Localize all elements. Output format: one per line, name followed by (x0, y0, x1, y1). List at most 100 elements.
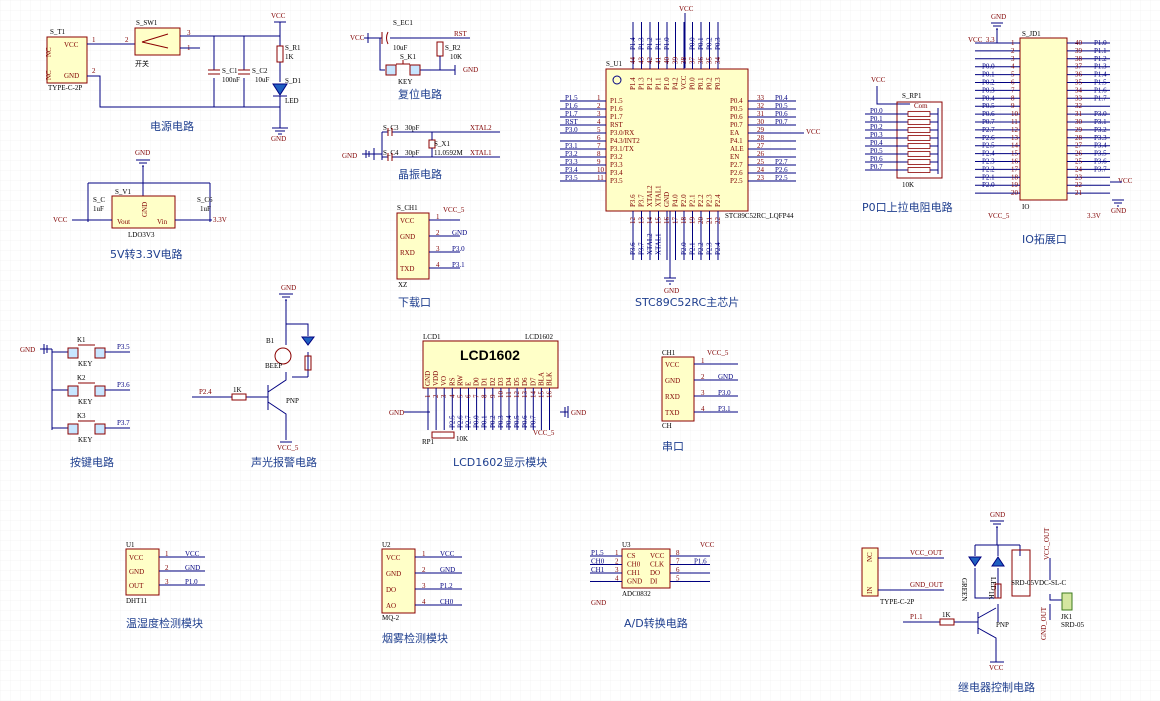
mcu-top-pin-net: P1.4 (629, 37, 637, 50)
uart-pin-name: TXD (665, 409, 679, 417)
keys-gnd: GND (20, 346, 35, 354)
io-left-pin-net: P0.0 (982, 63, 995, 71)
t1-vcc: VCC (64, 41, 79, 49)
power-wires (87, 43, 280, 108)
mcu-bottom-pin-num: 21 (706, 217, 714, 225)
mcu-bottom-pin-num: 22 (714, 217, 722, 225)
mcu-right-pin-num: 25 (757, 158, 765, 166)
mcu-top-pin-net: P0.2 (706, 37, 714, 50)
mcu-left-pin-num: 11 (597, 174, 604, 182)
mcu-left-pin-name: RST (610, 121, 624, 129)
lcd-pin-name: D4 (505, 377, 513, 386)
c4-ref: S_C4 (383, 149, 399, 157)
mcu-right-pin-net: P0.6 (775, 110, 788, 118)
t1-nc: NC (45, 47, 53, 57)
adc-ref: U3 (622, 541, 631, 549)
io-left-pin-net: P2.3 (982, 158, 995, 166)
io-left-pin-num: 5 (1011, 71, 1015, 79)
lcd-pin-net: P0.1 (481, 415, 489, 428)
c3-val: 30pF (405, 124, 420, 132)
mcu-bottom-pin-net: P2.3 (706, 242, 714, 255)
key-ref: K3 (77, 412, 86, 420)
mcu-left-pin-num: 2 (597, 102, 601, 110)
lcd-pin-name: GND (424, 371, 432, 386)
lcd-gnd-right: GND (571, 409, 586, 417)
key-pad-right (94, 347, 106, 359)
ldo-c6: S_C6 (197, 196, 213, 204)
buzzer-r: 1K (233, 386, 242, 394)
mcu-bottom-pin-net: P2.0 (680, 242, 688, 255)
mcu-right-pin-net: P2.7 (775, 158, 788, 166)
io-vcc5: VCC_5 (988, 212, 1010, 220)
io-body (1019, 37, 1068, 201)
adc-right-pin-name: VCC (650, 552, 665, 560)
relay-model: SRD-05VDC-SL-C (1011, 579, 1067, 587)
relay-top-wires (974, 520, 1021, 556)
mcu-left-pin-num: 7 (597, 142, 601, 150)
mcu-left-pin-num: 8 (597, 150, 601, 158)
mcu-right-pin-name: P0.6 (730, 113, 743, 121)
t1-pin2: 2 (92, 67, 96, 75)
power-circuit: S_T1 NC NC VCC GND TYPE-C-2P 1 2 S_SW1 2… (45, 12, 301, 143)
rp-pin-net: P0.0 (870, 107, 883, 115)
adc-left-pin-name: GND (627, 578, 642, 586)
mcu-bottom-pin-num: 20 (697, 217, 705, 225)
adc-left-pin-name: CS (627, 552, 636, 560)
caption-uart: 串口 (662, 440, 684, 453)
mcu-top-pin-num: 38 (680, 57, 688, 65)
uart-pin-num: 3 (701, 389, 705, 397)
buzzer-resistor (304, 355, 312, 371)
caption-ldo: 5V转3.3V电路 (110, 247, 183, 261)
key-wires (379, 38, 440, 71)
adc-left-pin-name: CH1 (627, 569, 641, 577)
ldo-chip (111, 195, 176, 229)
io-left-pin-num: 14 (1011, 142, 1019, 150)
mcu-right-pin-num: 23 (757, 174, 765, 182)
power-vcc-label: VCC (271, 12, 286, 20)
uart-vcc5: VCC_5 (707, 349, 729, 357)
io-right-pin-num: 37 (1075, 63, 1083, 71)
io-right-pin-net: P3.4 (1094, 142, 1107, 150)
lcd-pin-num: 15 (537, 391, 545, 399)
lcd-title: LCD1602 (460, 347, 520, 363)
buzzer-circuit: GND B1 BEEP P2.4 1K PNP VCC_5 声光报警电路 (192, 284, 317, 469)
b1-val: BEEP (265, 362, 282, 370)
mcu-top-pin-num: 36 (697, 57, 705, 65)
key-pad-left (67, 347, 79, 359)
mcu-right-pin-name: P2.6 (730, 169, 743, 177)
ec1-ref: S_EC1 (393, 19, 413, 27)
key-net: P3.7 (117, 419, 130, 427)
io-right-pin-num: 25 (1075, 158, 1083, 166)
x1-ref: S_X1 (434, 140, 450, 148)
mcu-pin1-dot (612, 75, 622, 85)
io-left-pin-num: 2 (1011, 47, 1015, 55)
lcd-module: LCD1 LCD1602 LCD1602 GND1VDD2VO3RS4P2.5R… (389, 333, 586, 469)
lcd-pin-net: P0.0 (473, 415, 481, 428)
adc-body (621, 548, 671, 589)
mcu-bottom-pin-name: P2.0 (680, 194, 688, 207)
mcu-top-pin-num: 37 (689, 57, 697, 65)
mcu-bottom-pin-name: P4.0 (672, 194, 680, 207)
mcu-top-pin-num: 41 (655, 57, 663, 65)
smoke-pin-num: 2 (422, 566, 426, 574)
io-right-pin-num: 26 (1075, 150, 1083, 158)
caption-smoke: 烟雾检测模块 (382, 631, 448, 645)
rp-pin-net: P0.2 (870, 123, 883, 131)
uart-part: CH (662, 422, 672, 430)
c2-ref: S_C2 (252, 67, 268, 75)
pullup-circuit: VCC S_RP1 Com P0.0P0.1P0.2P0.3P0.4P0.5P0… (862, 76, 953, 214)
download-pin-num: 2 (436, 229, 440, 237)
mcu-right-pin-name: P2.7 (730, 161, 743, 169)
relay-diode (991, 556, 1005, 567)
caption-crystal: 晶振电路 (398, 167, 442, 181)
buzzer-base-resistor (231, 393, 247, 401)
b1-ref: B1 (266, 337, 275, 345)
mcu-top-pin-net: P1.0 (663, 37, 671, 50)
mcu-left-pin-num: 5 (597, 126, 601, 134)
lcd-pin-net: P2.5 (448, 415, 456, 428)
io-right-pin-num: 30 (1075, 118, 1083, 126)
dht-pin-name: GND (129, 568, 144, 576)
lcd-pin-net: P0.2 (489, 415, 497, 428)
